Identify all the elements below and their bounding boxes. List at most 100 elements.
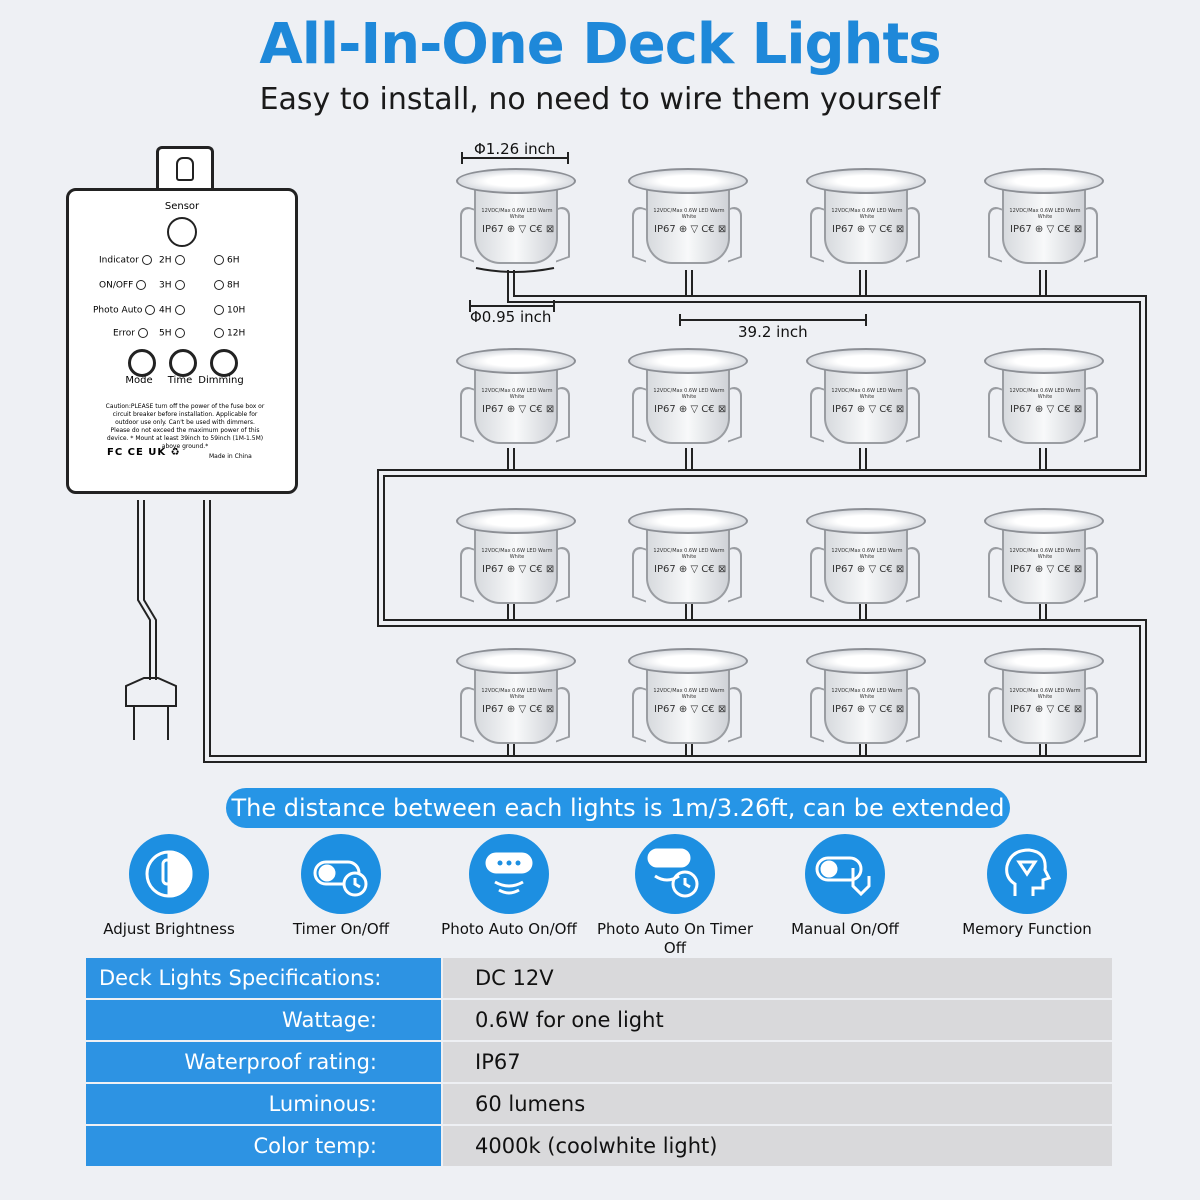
- light-lens: [984, 648, 1104, 674]
- spring-clip: [556, 203, 570, 263]
- sensor-label: Sensor: [164, 201, 200, 212]
- page-title: All-In-One Deck Lights: [259, 12, 941, 77]
- feature-label: Photo Auto On Timer Off: [596, 920, 754, 957]
- table-row: Color temp:4000k (coolwhite light): [86, 1126, 1112, 1166]
- light-rating-text: 12VDC/Max 0.6W LED Warm White: [481, 388, 553, 400]
- indicator-label: Indicator: [99, 255, 139, 266]
- light-lens: [456, 508, 576, 534]
- indicator-label: 6H: [227, 255, 240, 266]
- light-rating-text: 12VDC/Max 0.6W LED Warm White: [831, 688, 903, 700]
- spring-clip: [460, 203, 474, 263]
- spring-clip: [728, 543, 742, 603]
- dimming-button[interactable]: [210, 349, 238, 377]
- distance-banner: The distance between each lights is 1m/3…: [226, 788, 1010, 828]
- page-subtitle: Easy to install, no need to wire them yo…: [259, 82, 941, 117]
- light-lens: [984, 348, 1104, 374]
- light-lens: [628, 168, 748, 194]
- feature-label: Manual On/Off: [791, 920, 899, 938]
- light-rating-text: 12VDC/Max 0.6W LED Warm White: [481, 688, 553, 700]
- indicator-label: 12H: [227, 328, 246, 339]
- spec-value: IP67: [443, 1042, 1112, 1082]
- spring-clip: [810, 383, 824, 443]
- photo-sensor-icon: [485, 852, 533, 895]
- light-ip-marks: IP67 ⊕ ▽ C€ ⊠: [832, 564, 905, 575]
- spec-key: Wattage:: [282, 1008, 377, 1032]
- light-rating-text: 12VDC/Max 0.6W LED Warm White: [1009, 548, 1081, 560]
- light-ip-marks: IP67 ⊕ ▽ C€ ⊠: [1010, 404, 1083, 415]
- spring-clip: [906, 383, 920, 443]
- indicator-led: [141, 255, 152, 265]
- indicator-led: [214, 305, 224, 315]
- light-rating-text: 12VDC/Max 0.6W LED Warm White: [831, 388, 903, 400]
- spring-clip: [810, 543, 824, 603]
- light-ip-marks: IP67 ⊕ ▽ C€ ⊠: [1010, 704, 1083, 715]
- time-button[interactable]: [169, 349, 197, 377]
- light-lens: [628, 508, 748, 534]
- light-sensor: [167, 217, 197, 247]
- light-ip-marks: IP67 ⊕ ▽ C€ ⊠: [482, 564, 555, 575]
- indicator-label: ON/OFF: [99, 280, 134, 291]
- indicator-led: [136, 280, 147, 290]
- light-lens: [984, 168, 1104, 194]
- table-row: Waterproof rating:IP67: [86, 1042, 1112, 1082]
- memory-head-icon: [1005, 848, 1052, 896]
- brightness-icon: [145, 850, 193, 898]
- feature-label: Memory Function: [962, 920, 1092, 938]
- indicator-led: [174, 328, 185, 338]
- light-ip-marks: IP67 ⊕ ▽ C€ ⊠: [482, 224, 555, 235]
- timer-toggle-icon: [313, 860, 368, 897]
- spring-clip: [728, 383, 742, 443]
- spring-clip: [632, 683, 646, 743]
- light-rating-text: 12VDC/Max 0.6W LED Warm White: [831, 548, 903, 560]
- light-lens: [456, 648, 576, 674]
- spring-clip: [906, 203, 920, 263]
- spacing-label: 39.2 inch: [738, 323, 808, 341]
- indicator-led: [137, 328, 148, 338]
- light-ip-marks: IP67 ⊕ ▽ C€ ⊠: [482, 704, 555, 715]
- spring-clip: [906, 683, 920, 743]
- indicator-label: 2H: [159, 255, 172, 266]
- indicator-label: 8H: [227, 280, 240, 291]
- light-rating-text: 12VDC/Max 0.6W LED Warm White: [481, 208, 553, 220]
- spec-value: 60 lumens: [443, 1084, 1112, 1124]
- dimming-button-label: Dimming: [198, 375, 244, 386]
- light-ip-marks: IP67 ⊕ ▽ C€ ⊠: [832, 704, 905, 715]
- light-rating-text: 12VDC/Max 0.6W LED Warm White: [1009, 208, 1081, 220]
- light-ip-marks: IP67 ⊕ ▽ C€ ⊠: [654, 564, 727, 575]
- table-row: Luminous:60 lumens: [86, 1084, 1112, 1124]
- light-ip-marks: IP67 ⊕ ▽ C€ ⊠: [832, 224, 905, 235]
- mode-button[interactable]: [128, 349, 156, 377]
- spec-table: Deck Lights Specifications:DC 12V Wattag…: [86, 958, 1112, 1168]
- spring-clip: [728, 203, 742, 263]
- light-ip-marks: IP67 ⊕ ▽ C€ ⊠: [654, 704, 727, 715]
- feature-adjust-brightness: Adjust Brightness: [84, 834, 254, 939]
- spring-clip: [1084, 543, 1098, 603]
- light-lens: [456, 168, 576, 194]
- controller-box: Sensor Indicator 2H 6H ON/OFF 3H 8H Phot…: [66, 188, 298, 494]
- light-lens: [984, 508, 1104, 534]
- feature-memory-function: Memory Function: [942, 834, 1112, 939]
- spring-clip: [988, 683, 1002, 743]
- spring-clip: [556, 383, 570, 443]
- light-ip-marks: IP67 ⊕ ▽ C€ ⊠: [482, 404, 555, 415]
- light-ip-marks: IP67 ⊕ ▽ C€ ⊠: [1010, 224, 1083, 235]
- light-ip-marks: IP67 ⊕ ▽ C€ ⊠: [654, 404, 727, 415]
